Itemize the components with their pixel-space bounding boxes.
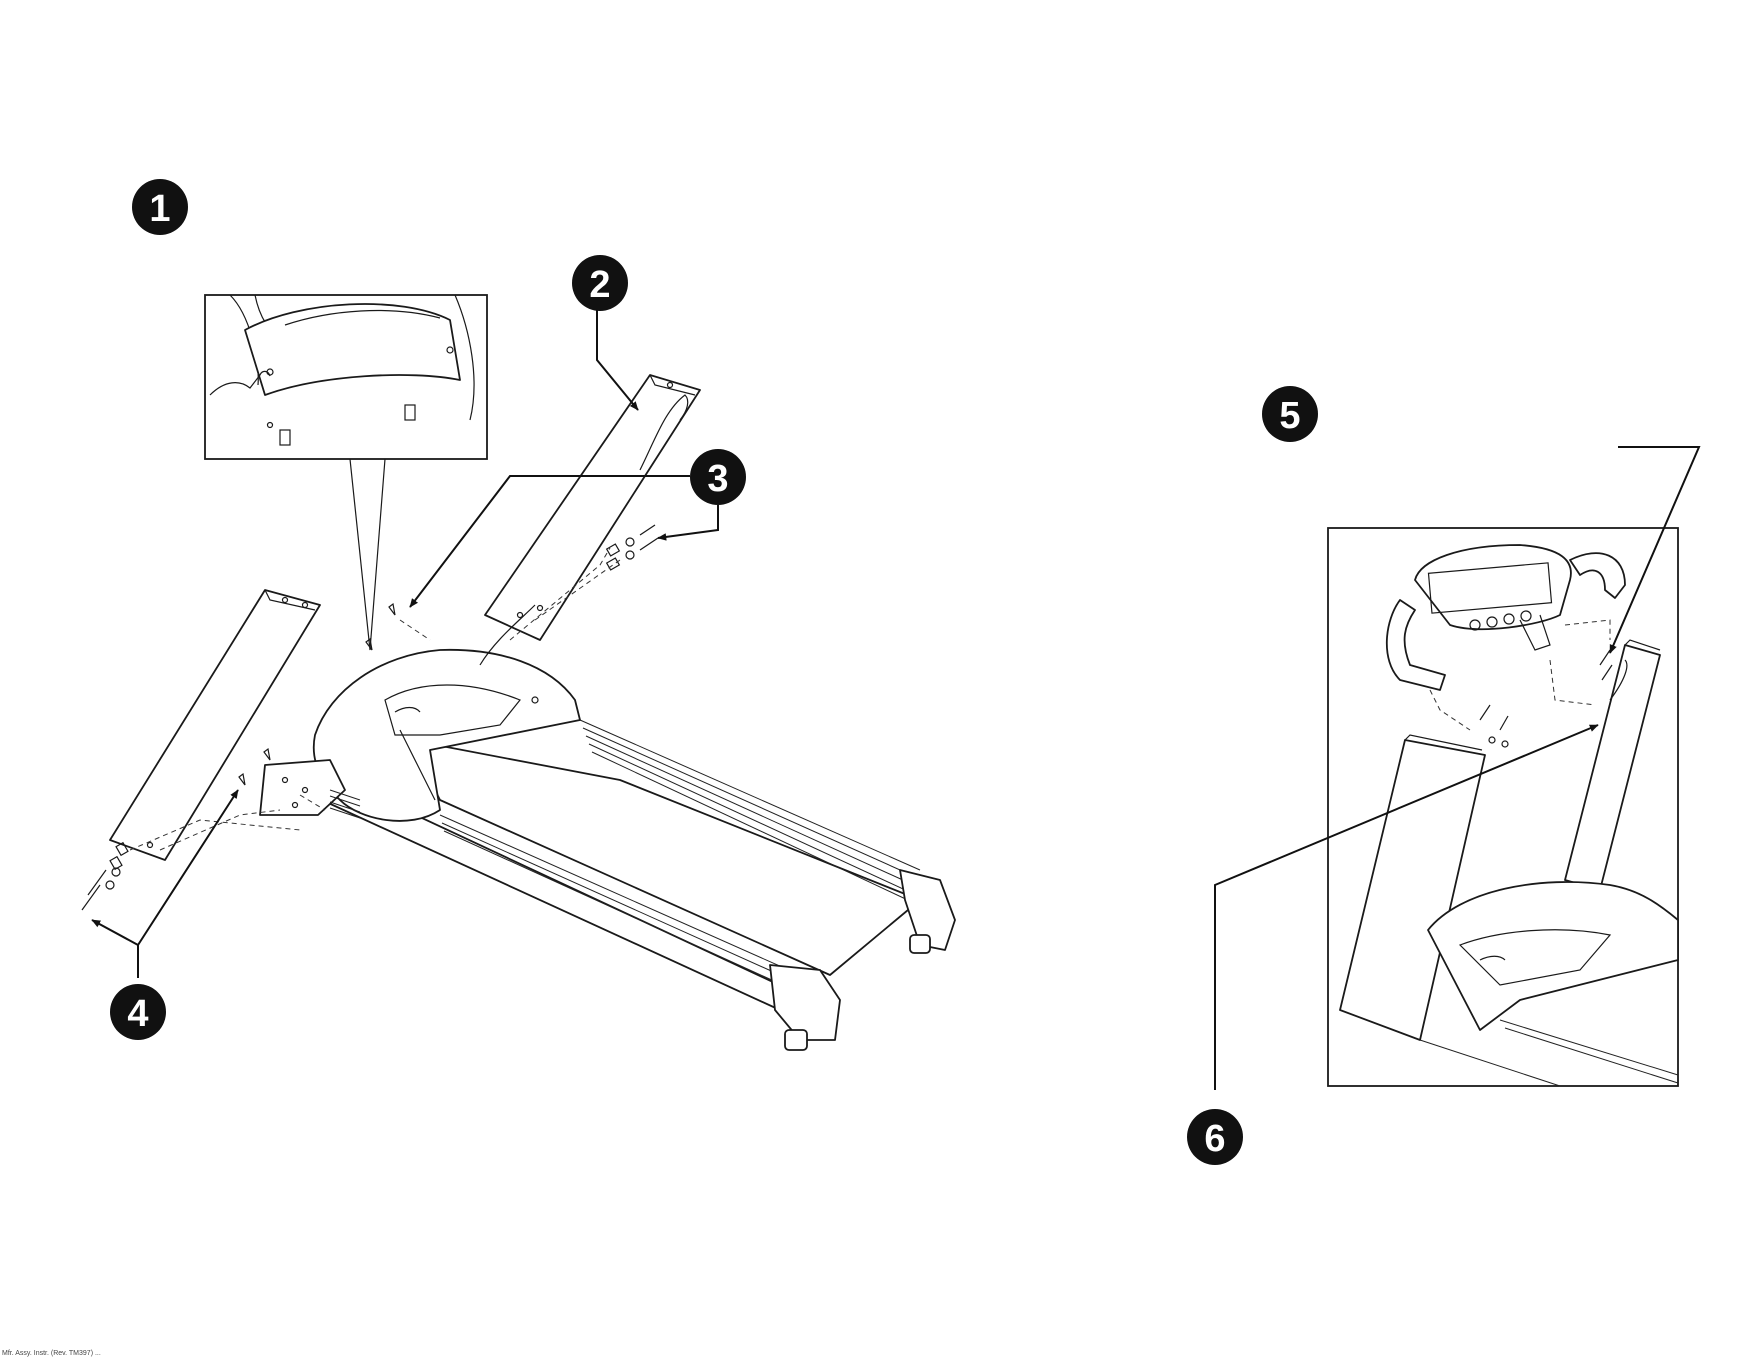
inset-detail-cable-connection <box>205 295 487 459</box>
left-upright-tube <box>110 590 320 860</box>
callout-step-5-label: 5 <box>1279 395 1300 437</box>
callout-step-3: 3 <box>690 449 746 505</box>
callout-step-1-label: 1 <box>149 188 170 230</box>
callout-step-4-label: 4 <box>127 993 148 1035</box>
right-upright-tube <box>480 375 700 665</box>
footer-print-info: Mfr. Assy. Instr. (Rev. TM397) ... <box>2 1350 101 1357</box>
callout-step-2-label: 2 <box>589 264 610 306</box>
callout-step-2: 2 <box>572 255 628 311</box>
treadmill-base-illustration <box>260 650 955 1050</box>
callout-step-5: 5 <box>1262 386 1318 442</box>
callout-step-6-label: 6 <box>1204 1118 1225 1160</box>
callout-step-4: 4 <box>110 984 166 1040</box>
console-mounting-inset <box>1328 528 1678 1086</box>
callout-step-3-label: 3 <box>707 458 728 500</box>
callout-step-6: 6 <box>1187 1109 1243 1165</box>
callout-step-1: 1 <box>132 179 188 235</box>
